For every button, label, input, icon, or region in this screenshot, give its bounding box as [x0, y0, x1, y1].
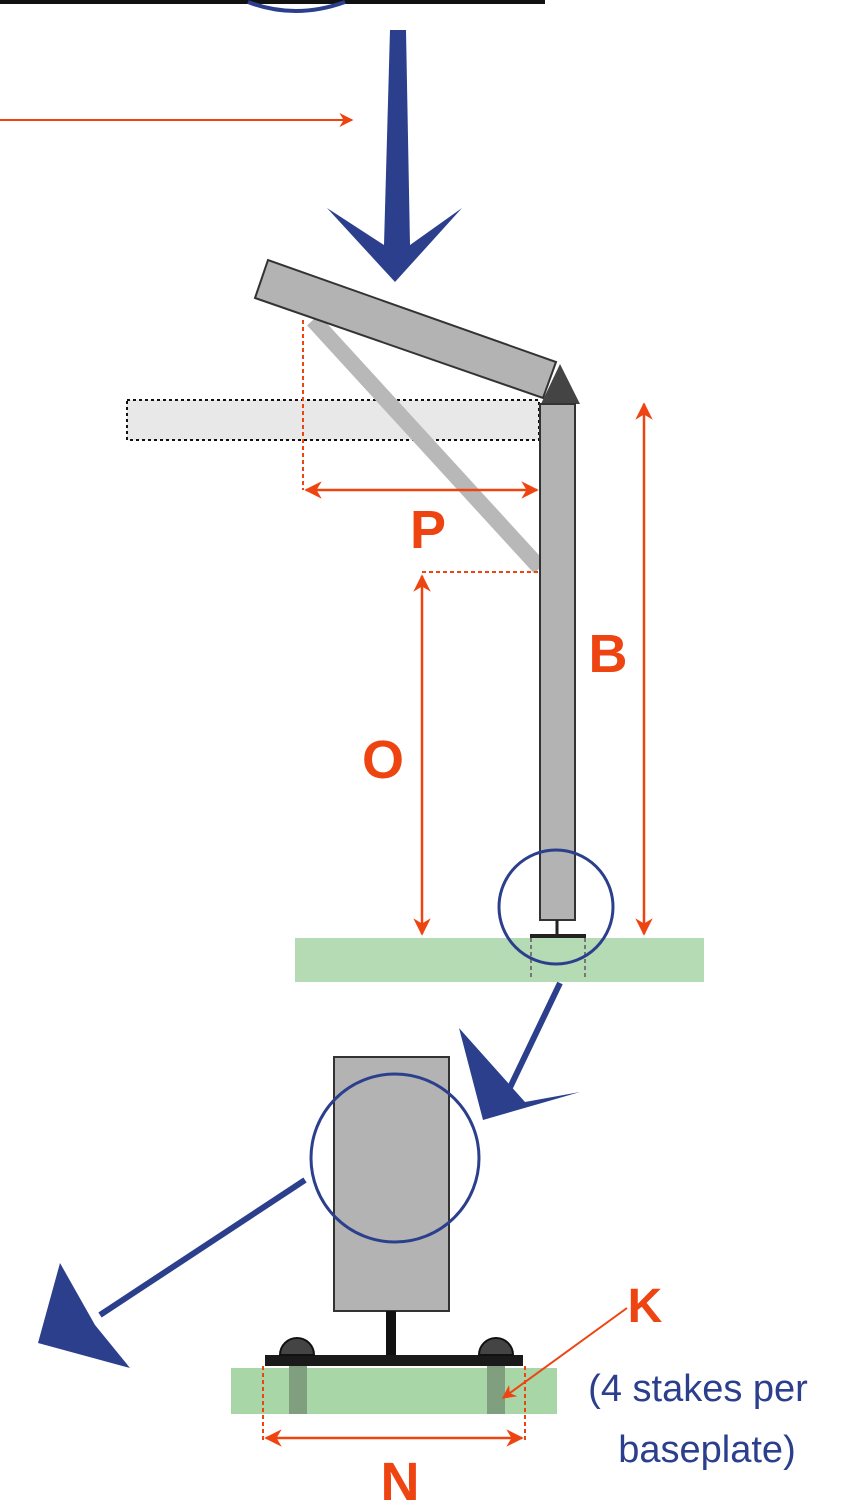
label-b: B — [589, 624, 628, 684]
label-o: O — [362, 730, 404, 790]
top-frame-fragment — [0, 0, 545, 13]
ground-strip — [295, 938, 704, 982]
stake-right — [487, 1364, 505, 1414]
stake-note-line1: (4 stakes per — [588, 1368, 808, 1410]
label-p: P — [410, 500, 446, 560]
ground-strip-detail — [231, 1368, 557, 1414]
dimension-n — [262, 1366, 526, 1447]
pointer-k — [501, 1307, 628, 1399]
dimension-o — [413, 571, 540, 936]
baseplate — [265, 1355, 523, 1366]
label-k: K — [628, 1280, 663, 1333]
bolt-head-right — [477, 1337, 515, 1356]
horizontal-reference-beam — [126, 399, 540, 441]
stake-note-line2: baseplate) — [618, 1429, 795, 1471]
vertical-post — [539, 403, 576, 921]
zoom-circle-detail — [309, 1072, 481, 1244]
diagonal-brace — [307, 314, 546, 574]
connector-rod — [386, 1311, 396, 1357]
label-n: N — [381, 1452, 420, 1505]
roof-beam — [253, 258, 558, 400]
enlarged-post — [333, 1056, 450, 1312]
joint-cap — [541, 364, 580, 404]
zoom-circle-base — [497, 848, 615, 966]
zoom-arrow-detail-icon — [459, 981, 580, 1120]
bolt-head-left — [278, 1337, 316, 1356]
dimension-p — [302, 320, 539, 499]
post-base-connector — [530, 920, 586, 978]
zoom-arrow-down-left-icon — [38, 1177, 307, 1368]
stake-left — [289, 1364, 307, 1414]
zoom-arrow-down-icon — [327, 30, 462, 282]
